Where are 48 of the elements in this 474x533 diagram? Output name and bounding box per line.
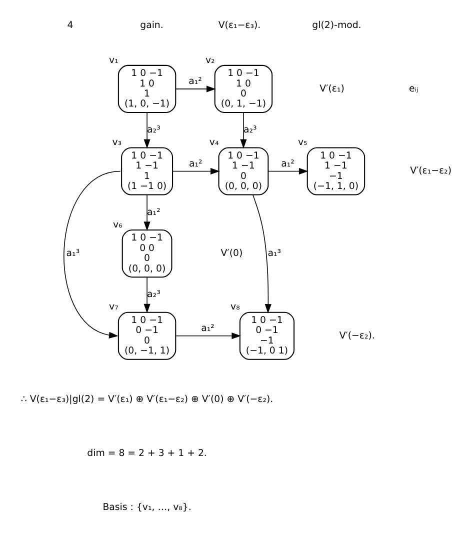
label: V′(ε₁−ε₂) xyxy=(410,166,452,177)
node-label: v₇ xyxy=(109,302,118,313)
node-box: 1 0 −1 1 0 1 (1, 0, −1) xyxy=(118,64,176,113)
arrow xyxy=(240,112,247,149)
arrow xyxy=(175,332,242,340)
node-box: 1 0 −1 1 0 0 (0, 1, −1) xyxy=(214,64,273,113)
arrow xyxy=(252,194,272,314)
label: Basis : {v₁, …, v₈}. xyxy=(102,502,192,513)
edge-label: a₁² xyxy=(201,322,214,334)
arrow xyxy=(144,276,150,314)
arrow xyxy=(268,168,308,175)
node-box: 1 0 −1 0 −1 −1 (−1, 0 1) xyxy=(239,312,295,360)
arrow xyxy=(144,194,150,231)
node-label: v₁ xyxy=(109,54,118,66)
arrow xyxy=(144,112,150,149)
node-label: v₃ xyxy=(112,137,122,148)
edge-label: a₁² xyxy=(281,158,294,170)
edge-label: a₂³ xyxy=(147,124,160,136)
node-box: 1 0 −1 0 0 0 (0, 0, 0) xyxy=(122,230,172,278)
node-label: v₈ xyxy=(230,302,240,313)
node-box: 1 0 −1 0 −1 0 (0, −1, 1) xyxy=(118,312,176,360)
node-box: 1 0 −1 1 −1 0 (0, 0, 0) xyxy=(218,147,269,196)
edge-label: a₂³ xyxy=(243,124,257,136)
label: V′(ε₁) xyxy=(320,83,344,94)
node-box: 1 0 −1 1 −1 −1 (−1, 1, 0) xyxy=(306,147,366,196)
edge-label: a₁³ xyxy=(66,248,80,259)
edge-label: a₁² xyxy=(147,206,160,218)
node-label: v₂ xyxy=(205,54,215,66)
edge-label: a₂³ xyxy=(147,289,160,300)
node-label: v₆ xyxy=(112,219,122,230)
arrow xyxy=(172,168,220,175)
node-label: v₄ xyxy=(209,137,219,148)
label: gl(2)-mod. xyxy=(312,20,362,31)
edge-label: a₁² xyxy=(189,158,202,170)
arrow xyxy=(175,86,216,92)
label: gain. xyxy=(140,20,164,31)
label: 4 xyxy=(67,20,74,31)
node-label: v₅ xyxy=(298,137,308,148)
label: eᵢⱼ xyxy=(409,83,418,94)
label: dim = 8 = 2 + 3 + 1 + 2. xyxy=(87,448,207,459)
node-box: 1 0 −1 1 −1 1 (1 −1 0) xyxy=(121,147,174,196)
label: V(ε₁−ε₃). xyxy=(218,20,261,31)
label: V′(0) xyxy=(220,248,243,259)
edge-label: a₁³ xyxy=(268,248,282,259)
label: ∴ V(ε₁−ε₃)|gl(2) = V′(ε₁) ⊕ V′(ε₁−ε₂) ⊕ V′(0) ⊕ V′(−ε₂). xyxy=(20,394,274,405)
label: V′(−ε₂). xyxy=(339,330,375,342)
edge-label: a₁² xyxy=(188,76,202,87)
arrow xyxy=(64,170,121,338)
